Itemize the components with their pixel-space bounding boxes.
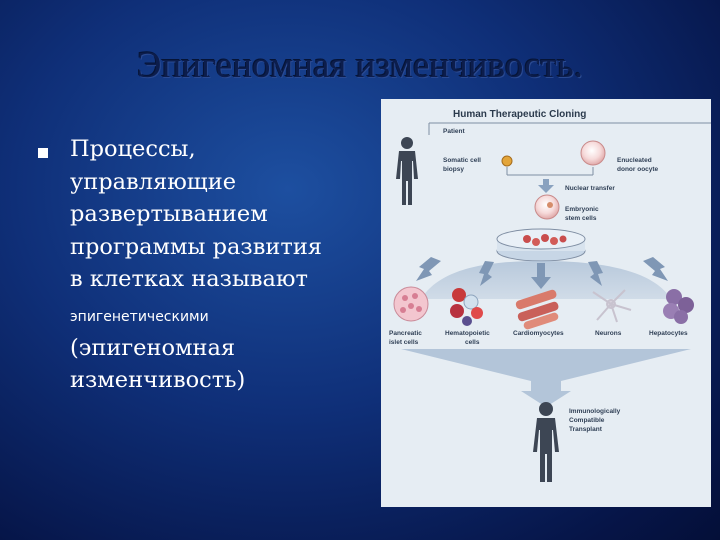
nuclear-transfer-label: Nuclear transfer	[565, 185, 615, 192]
bullet-marker	[38, 148, 48, 158]
cloning-figure: Human Therapeutic Cloning Patient Somati…	[381, 99, 711, 507]
patient-icon	[396, 137, 418, 205]
converging-arrow	[401, 349, 691, 407]
hepatocytes-icon	[663, 289, 694, 324]
arrows-to-cells	[416, 257, 668, 289]
bullet-line: развертыванием	[70, 201, 268, 227]
pancreatic-label-2: islet cells	[389, 339, 419, 346]
transplant-patient-icon	[533, 402, 559, 482]
cloning-diagram: Human Therapeutic Cloning Patient Somati…	[389, 109, 711, 482]
oocyte-icon	[580, 140, 606, 166]
bullet-line: изменчивость)	[70, 367, 246, 393]
somatic-label-2: biopsy	[443, 166, 464, 173]
hepatocytes-label: Hepatocytes	[649, 330, 688, 337]
transplant-label-2: Compatible	[569, 417, 605, 424]
patient-label: Patient	[443, 128, 466, 135]
hematopoietic-label-1: Hematopoietic	[445, 330, 490, 337]
pancreatic-cells-icon	[393, 286, 429, 322]
embryonic-label-1: Embryonic	[565, 206, 599, 213]
somatic-cell-icon	[501, 155, 513, 167]
bullet-line: управляющие	[70, 168, 237, 195]
bullet-text: Процессы, управляющие развертыванием про…	[70, 133, 375, 397]
bullet-line: программы развития	[70, 233, 323, 260]
highlight-word: эпигенетическими	[70, 308, 209, 325]
bullet-line: в клетках называют	[70, 266, 308, 292]
arrow-down-icon	[538, 179, 554, 193]
cardiomyocytes-label: Cardiomyocytes	[513, 330, 564, 337]
egg-icon	[534, 194, 560, 220]
neurons-label: Neurons	[595, 330, 622, 337]
hematopoietic-cells-icon	[450, 288, 483, 326]
slide-title: Эпигеномная изменчивость.	[137, 45, 583, 86]
transplant-label-1: Immunologically	[569, 408, 621, 415]
neurons-icon	[592, 289, 632, 323]
embryonic-label-2: stem cells	[565, 215, 597, 222]
nucleus-icon	[547, 202, 553, 208]
somatic-label-1: Somatic cell	[443, 157, 481, 164]
bullet-line: Процессы,	[70, 136, 196, 162]
cardiomyocytes-icon	[515, 289, 559, 330]
oocyte-label-2: donor oocyte	[617, 166, 659, 173]
petri-dish-icon	[496, 228, 586, 262]
transplant-label-3: Transplant	[569, 426, 603, 433]
bullet-line: (эпигеномная	[70, 334, 236, 361]
pancreatic-label-1: Pancreatic	[389, 330, 422, 337]
oocyte-label-1: Enucleated	[617, 157, 652, 164]
figure-title: Human Therapeutic Cloning	[453, 109, 586, 120]
hematopoietic-label-2: cells	[465, 339, 480, 346]
